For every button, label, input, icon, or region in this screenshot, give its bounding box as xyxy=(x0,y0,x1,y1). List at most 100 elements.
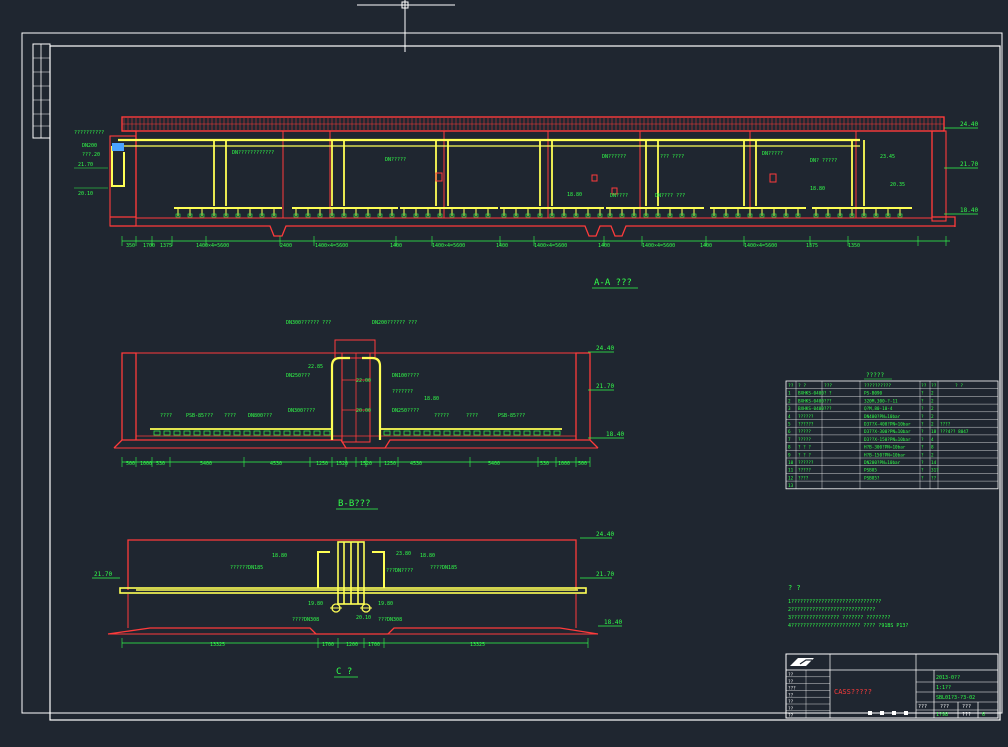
table-cell-7-0: 8 xyxy=(788,445,791,451)
table-cell-1-0: 2 xyxy=(788,398,791,404)
aa-elevation-markers: 24.40 21.70 18.40 xyxy=(944,121,978,215)
section-aa[interactable]: 24.40 21.70 18.40 ?????????? DN200 ???.2… xyxy=(74,116,978,249)
table-cell-2-0: 3 xyxy=(788,406,791,412)
tb-date-3: ??? xyxy=(918,704,927,710)
table-cell-0-5: 2 xyxy=(931,391,934,397)
table-cell-8-3: H?B-150?PN=10bar xyxy=(864,452,906,458)
section-bb[interactable]: 24.40 21.70 18.40 DN300?????? ??? DN200?… xyxy=(113,320,624,467)
tb-sign-label-6: ?? xyxy=(788,713,794,719)
table-cell-6-5: 4 xyxy=(931,437,934,443)
table-cell-9-4: ? xyxy=(921,460,924,466)
tb-sign-label-3: ?? xyxy=(788,692,794,698)
c-dim-2: 1200 xyxy=(346,642,358,648)
table-cell-3-1: ?????? xyxy=(798,414,814,420)
aa-elev-top: 24.40 xyxy=(960,121,978,128)
table-cell-7-1: ? ? ? xyxy=(798,445,811,451)
table-header-4: ?? xyxy=(921,383,927,389)
table-cell-2-4: ? xyxy=(921,406,924,412)
aa-dim-2: 1375 xyxy=(160,243,172,249)
section-aa-title: A-A ??? xyxy=(594,278,632,288)
table-cell-1-5: 2 xyxy=(931,398,934,404)
aa-dim-4: 2400 xyxy=(280,243,292,249)
table-cell-9-3: DN200?PN=10bar xyxy=(864,460,901,466)
title-block[interactable]: ??????????????? CASS????? 2013-0?? 1:1??… xyxy=(785,653,999,719)
table-cell-0-1: BXHKS-0400? ? xyxy=(798,391,832,397)
section-c[interactable]: 24.40 21.70 18.40 21.70 18.80 ??????DN18… xyxy=(92,531,622,648)
aa-left-label-1: ?????????? xyxy=(74,130,104,136)
roof-hatch xyxy=(122,118,944,130)
aa-dim-12: 1400 xyxy=(700,243,712,249)
aa-elev-water: 21.70 xyxy=(960,161,978,168)
aa-top-label-6: DN? ????? xyxy=(810,158,837,164)
table-cell-10-1: ????? xyxy=(798,468,811,474)
table-cell-0-0: 1 xyxy=(788,391,791,397)
c-label-4: 18.80 xyxy=(420,553,435,559)
table-cell-8-1: ? ? ? xyxy=(798,452,811,458)
bb-dim-6: 1520 xyxy=(336,461,348,467)
table-cell-9-0: 10 xyxy=(788,460,794,466)
bb-diffusers xyxy=(153,430,561,436)
bb-dim-12: 1000 xyxy=(558,461,570,467)
table-header-6: ? ? xyxy=(955,383,963,389)
aa-dim-9: 1400×4=5600 xyxy=(534,243,567,249)
c-dim-3: 1700 xyxy=(368,642,380,648)
note-4: 4??????????????????????? ???? ?91BS P13? xyxy=(788,623,908,629)
company-logo xyxy=(790,658,814,666)
table-cell-4-5: 2 xyxy=(931,422,934,428)
table-cell-1-3: 320M,300-?-11 xyxy=(864,398,898,404)
table-cell-4-6: ???? xyxy=(940,422,951,428)
bb-label-10: ????? xyxy=(434,413,449,419)
aa-dim-3: 1400×4=5600 xyxy=(196,243,229,249)
bb-dim-1: 1000 xyxy=(140,461,152,467)
aa-top-label-8: 20.35 xyxy=(890,182,905,188)
c-label-2: ??????DN185 xyxy=(230,565,263,571)
c-elev-top: 24.40 xyxy=(596,531,614,538)
revision-no: 6 xyxy=(982,712,985,718)
table-cell-7-5: 8 xyxy=(931,445,934,451)
note-2: 2???????????????????????????? xyxy=(788,607,875,613)
bb-label-16: 18.80 xyxy=(424,396,439,402)
tb-sign-label-0: ?? xyxy=(788,672,794,678)
c-elev-bottom: 18.40 xyxy=(604,619,622,626)
table-cell-6-4: ? xyxy=(921,437,924,443)
table-cell-4-0: 5 xyxy=(788,422,791,428)
c-dim-1: 1700 xyxy=(322,642,334,648)
drawing-no: SBL01?3-?3-02 xyxy=(936,695,975,701)
bb-elev-water: 21.70 xyxy=(596,383,614,390)
note-1: 1?????????????????????????????? xyxy=(788,599,881,605)
scale: 1:1?? xyxy=(936,685,951,691)
table-cell-8-5: 2 xyxy=(931,452,934,458)
aa-pipe-label-4: 18.80 xyxy=(810,186,825,192)
bb-label-1: 22.85 xyxy=(308,364,323,370)
bb-dim-10: 5400 xyxy=(488,461,500,467)
table-cell-10-3: PSB85 xyxy=(864,468,877,474)
aa-dim-10: 1400 xyxy=(598,243,610,249)
table-cell-9-5: 14 xyxy=(931,460,937,466)
table-cell-5-3: D37?X-300?PN=10bar xyxy=(864,429,911,435)
table-cell-3-4: ? xyxy=(921,414,924,420)
table-cell-6-3: D3??X-150?PN=10bar xyxy=(864,437,911,443)
crosshair-cursor xyxy=(357,0,455,52)
c-elevation-markers: 24.40 21.70 18.40 21.70 xyxy=(92,531,622,627)
tb-date-1: 1?98 xyxy=(936,712,948,718)
c-label-1: 18.80 xyxy=(272,553,287,559)
table-cell-6-1: ????? xyxy=(798,437,811,443)
table-header-5: ?? xyxy=(931,383,937,389)
aa-dim-13: 1400×4=5600 xyxy=(744,243,777,249)
bb-top-label-2: DN200?????? ??? xyxy=(372,320,417,326)
aa-left-label-3: ???.20 xyxy=(82,152,100,158)
bb-dim-9: 4530 xyxy=(410,461,422,467)
aa-dim-6: 1400 xyxy=(390,243,402,249)
table-cell-11-5: ?? xyxy=(931,475,937,481)
table-cell-12-0: 13 xyxy=(788,483,794,489)
tb-sign-label-4: ?? xyxy=(788,699,794,705)
aa-dim-0: 350 xyxy=(126,243,135,249)
table-cell-8-4: ? xyxy=(921,452,924,458)
c-label-6: ????DN185 xyxy=(430,565,457,571)
table-cell-1-4: ? xyxy=(921,398,924,404)
